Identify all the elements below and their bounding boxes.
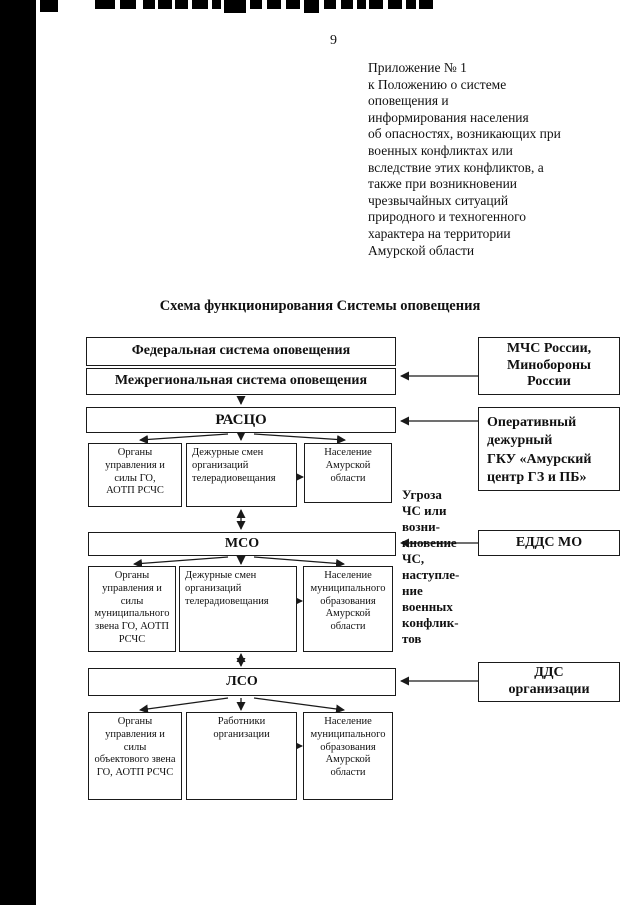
scan-artifact bbox=[406, 0, 416, 9]
scan-artifact-left-bar bbox=[0, 0, 36, 905]
scan-artifact bbox=[120, 0, 136, 9]
box-row3-workers: Работники организации bbox=[186, 712, 297, 800]
scan-artifact bbox=[224, 0, 246, 13]
page-number: 9 bbox=[330, 33, 337, 48]
box-row2-duty-shifts: Дежурные смен организаций телерадиовещан… bbox=[179, 566, 297, 652]
box-row1-organs: Органы управления и силы ГО, АОТП РСЧС bbox=[88, 443, 182, 507]
scan-artifact bbox=[143, 0, 155, 9]
scan-artifact bbox=[286, 0, 300, 9]
arrow-mso-to-row2-organs bbox=[133, 556, 229, 568]
scan-artifact bbox=[388, 0, 402, 9]
scan-artifact bbox=[341, 0, 353, 9]
box-row3-population: Население муниципального образования Аму… bbox=[303, 712, 393, 800]
scan-artifact bbox=[357, 0, 366, 9]
box-row1-population: Население Амурской области bbox=[304, 443, 392, 503]
box-row2-population: Население муниципального образования Аму… bbox=[303, 566, 393, 652]
box-rastso: РАСЦО bbox=[86, 407, 396, 433]
box-row3-organs: Органы управления и силы объектового зве… bbox=[88, 712, 182, 800]
box-row2-organs: Органы управления и силы муниципального … bbox=[88, 566, 176, 652]
box-duty-officer-gku: Оперативный дежурный ГКУ «Амурский центр… bbox=[478, 407, 620, 491]
scan-artifact bbox=[419, 0, 433, 9]
scan-artifact bbox=[250, 0, 262, 9]
arrow-mso-to-row2-population bbox=[253, 556, 345, 568]
arrow-rastso-to-row1-population bbox=[253, 433, 346, 444]
scan-artifact bbox=[158, 0, 172, 9]
box-row1-duty-shifts: Дежурные смен организаций телерадиовещан… bbox=[186, 443, 297, 507]
arrow-rastso-to-row1-organs bbox=[139, 433, 229, 444]
scan-artifact bbox=[304, 0, 319, 13]
box-interregional-system: Межрегиональная система оповещения bbox=[86, 368, 396, 395]
threat-note: Угроза ЧС или возни- кновение ЧС, наступ… bbox=[402, 487, 460, 646]
arrow-lso-to-row3-organs bbox=[139, 697, 229, 714]
box-federal-system: Федеральная система оповещения bbox=[86, 337, 396, 366]
arrow-lso-to-row3-population bbox=[253, 697, 345, 714]
appendix-note: Приложение № 1 к Положению о системе опо… bbox=[368, 60, 561, 258]
box-mchs-minoborony: МЧС России, Минобороны России bbox=[478, 337, 620, 395]
scan-artifact bbox=[95, 0, 115, 9]
scan-artifact bbox=[267, 0, 281, 9]
scan-artifact bbox=[212, 0, 221, 9]
diagram-title: Схема функционирования Системы оповещени… bbox=[159, 298, 481, 314]
scan-artifact bbox=[324, 0, 336, 9]
box-edds-mo: ЕДДС МО bbox=[478, 530, 620, 556]
scan-artifact bbox=[369, 0, 383, 9]
box-dds-organizatsii: ДДС организации bbox=[478, 662, 620, 702]
scan-artifact bbox=[175, 0, 188, 9]
box-lso: ЛСО bbox=[88, 668, 396, 696]
box-mso: МСО bbox=[88, 532, 396, 556]
scan-artifact bbox=[40, 0, 58, 12]
scan-artifact bbox=[192, 0, 208, 9]
